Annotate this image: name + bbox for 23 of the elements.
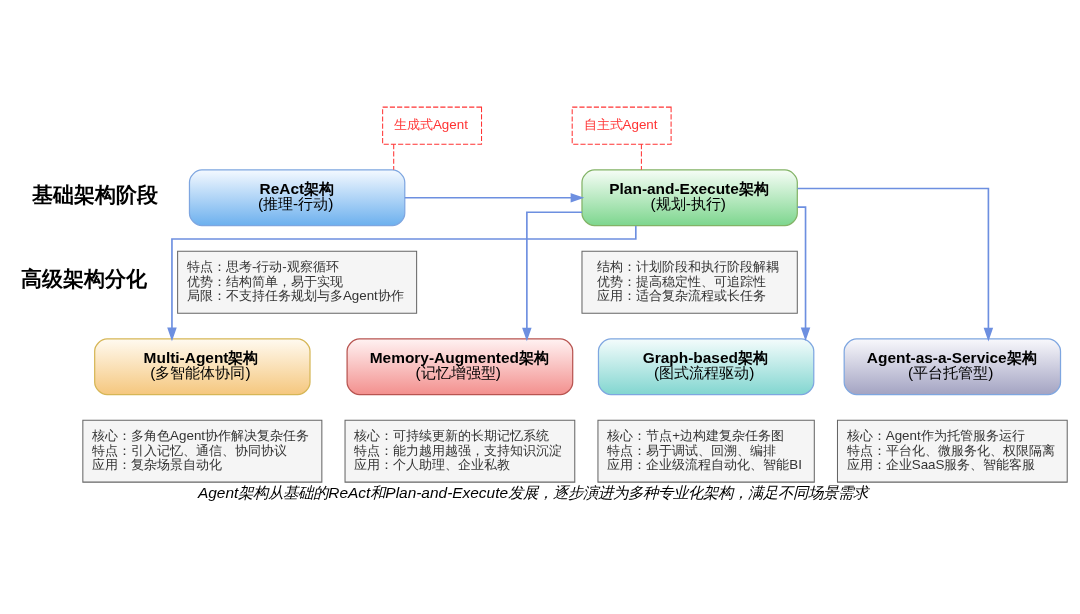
node-box: Memory-Augmented架构 (记忆增强型) [346, 337, 574, 395]
node-box: 自主式Agent [571, 106, 672, 145]
node-box: 结构：计划阶段和执行阶段解耦 优势：提高稳定性、可追踪性 应用：适合复杂流程或长任务 [581, 250, 798, 314]
label: 基础架构阶段 [32, 182, 159, 206]
node-box: Graph-based架构 (图式流程驱动) [597, 337, 815, 395]
caption: Agent架构从基础的ReAct和Plan-and-Execute发展，逐步演进为多种专业化架构，满足不同场景需求 [197, 483, 869, 501]
arrow [522, 210, 583, 341]
node-box: Multi-Agent架构 (多智能体协同) [94, 337, 311, 395]
node-box: 核心：多角色Agent协作解决复杂任务 特点：引入记忆、通信、协同协议 应用：复杂场景自动化 [82, 419, 323, 483]
arrow [404, 192, 585, 203]
node-box: Plan-and-Execute架构 (规划-执行) [581, 168, 798, 226]
label: 高级架构分化 [21, 266, 148, 290]
node-box: 特点：思考-行动-观察循环 优势：结构简单，易于实现 局限：不支持任务规划与多Agent协作 [177, 250, 418, 314]
node-box: 核心：可持续更新的长期记忆系统 特点：能力越用越强，支持知识沉淀 应用：个人助理、企业私教 [344, 419, 576, 483]
arrow [796, 187, 994, 341]
node-box: 核心：节点+边构建复杂任务图 特点：易于调试、回溯、编排 应用：企业级流程自动化、智能BI [597, 419, 815, 483]
connector [640, 143, 642, 170]
node-box: Agent-as-a-Service架构 (平台托管型) [843, 337, 1062, 395]
arrow [796, 205, 811, 341]
node-box: 核心：Agent作为托管服务运行 特点：平台化、微服务化、权限隔离 应用：企业SaaS服务、智能客服 [836, 419, 1068, 483]
node-box: ReAct架构 (推理-行动) [188, 168, 406, 226]
node-box: 生成式Agent [382, 106, 483, 145]
connector [393, 143, 395, 170]
